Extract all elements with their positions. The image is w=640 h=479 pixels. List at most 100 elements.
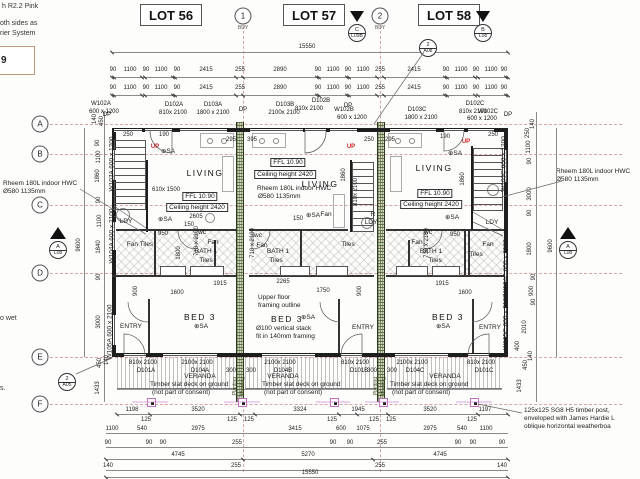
dimension-tick (505, 412, 511, 417)
planting-label: Planting (240, 376, 246, 396)
dimension-line (106, 477, 508, 478)
interior-wall (214, 240, 216, 276)
dimension-label: 90 (159, 440, 167, 446)
timber-post-note: 125x125 SG8 H5 timber post, enveloped wi… (524, 407, 615, 431)
dimension-label-rotated: 810x 2100 (353, 177, 359, 207)
edge-text: o wet (0, 315, 17, 322)
dimension-label: 2415 (407, 67, 421, 73)
dimension-label: 90 (469, 440, 477, 446)
dimension-label: 540 (136, 426, 148, 432)
dimension-label: 1198 (125, 407, 139, 413)
interior-wall (112, 275, 236, 277)
opening-label: D104C (405, 368, 425, 374)
stair-tread (114, 175, 146, 176)
stair-tread (352, 183, 374, 184)
interior-wall (338, 299, 340, 353)
tiled-floor-hatch (251, 231, 375, 275)
room-label: LIVING (186, 168, 224, 178)
dimension-line (106, 433, 508, 434)
dimension-label: 125 (243, 417, 255, 423)
dimension-label-rotated: 90 (531, 298, 537, 306)
text-label: Tiles (269, 257, 283, 264)
dimension-label: 1100 (105, 426, 119, 432)
edge-text: rier System (0, 30, 36, 37)
deck-edge-line (244, 389, 376, 390)
stair-tread (352, 197, 374, 198)
stair-tread (352, 162, 374, 163)
dimension-tick (374, 75, 380, 80)
timber-post (379, 398, 388, 407)
dimension-label-rotated: 450 (523, 359, 529, 371)
dimension-label: 125 (368, 417, 380, 423)
dimension-tick (240, 75, 246, 80)
window-frame-line (395, 355, 448, 356)
text-label: (not part of consent) (264, 389, 323, 396)
dimension-label: 2890 (273, 85, 287, 91)
text-label: VERANDA (184, 373, 216, 380)
dimension-label: 90 (173, 85, 181, 91)
stair-tread (352, 204, 374, 205)
stair-tread (473, 204, 503, 205)
marker-text: A08 (423, 48, 433, 54)
text-label: Fan (482, 241, 494, 248)
text-label: Tiles (341, 241, 355, 248)
window-label-rotated: W103C 600 x 1200 (500, 136, 508, 192)
section-marker-arrow (50, 227, 66, 239)
opening-label: 810x 2100 (158, 110, 188, 116)
stair-tread (352, 169, 374, 170)
wardrobe (396, 266, 428, 276)
up-label: UP (150, 144, 160, 150)
dimension-label: 1100 (123, 67, 137, 73)
dimension-label: 125 (326, 417, 338, 423)
dimension-label: 1915 (435, 281, 449, 287)
interior-wall (249, 275, 374, 277)
marker-text: B (475, 27, 491, 34)
dimension-label: 90 (329, 440, 337, 446)
dimension-label: 90 (454, 440, 462, 446)
dimension-label: 90 (314, 67, 322, 73)
text-label: Tiles (469, 251, 483, 258)
dimension-label: 2415 (199, 85, 213, 91)
text-label: BATH 1 (194, 248, 218, 255)
dimension-label-rotated: 1800 (527, 242, 533, 256)
dimension-label: 250 (122, 132, 134, 138)
opening-label: DP (238, 107, 248, 113)
smoke-alarm-symbol: ⊕SA (300, 314, 316, 321)
window-frame-line (124, 355, 146, 356)
text-label: ENTRY (352, 324, 374, 331)
veranda-deck-hatch (245, 357, 376, 389)
dimension-label-rotated: 250 (525, 127, 531, 139)
dimension-label: 125 (140, 417, 152, 423)
exterior-wall (146, 160, 148, 232)
dimension-label-rotated: 1100 (96, 150, 102, 164)
dimension-label: 300 (225, 368, 237, 374)
dimension-label: 2265 (276, 279, 290, 285)
window-frame-line (505, 308, 507, 337)
dimension-tick (336, 412, 342, 417)
dimension-label-rotated: 900 (133, 285, 139, 297)
grid-row-line (50, 357, 622, 358)
dimension-line (112, 95, 508, 96)
opening-label: 810x 2100 (294, 106, 324, 112)
opening-label: 810x 2100 (466, 360, 496, 366)
dimension-label-rotated: 900 (357, 285, 363, 297)
dimension-label: 255 (234, 67, 246, 73)
interior-wall (148, 299, 150, 353)
dimension-label: 90 (442, 85, 450, 91)
dimension-label-rotated: 90 (527, 209, 533, 217)
text-label: wc (254, 232, 262, 239)
dimension-label-rotated: 2010 (522, 320, 528, 334)
dimension-label-rotated: 1433 (95, 381, 101, 395)
dimension-label: 1100 (454, 85, 468, 91)
opening-label: W102C (477, 109, 499, 115)
furniture-outline (252, 133, 286, 148)
text-label: Fan (411, 239, 423, 246)
dimension-label: 1100 (484, 85, 498, 91)
dimension-label: 3520 (423, 407, 437, 413)
dimension-label: 2415 (407, 85, 421, 91)
opening-label: W102B (334, 107, 354, 113)
rheem-note-left-line2: Ø580 1135mm (3, 188, 46, 196)
stair-tread (352, 211, 374, 212)
